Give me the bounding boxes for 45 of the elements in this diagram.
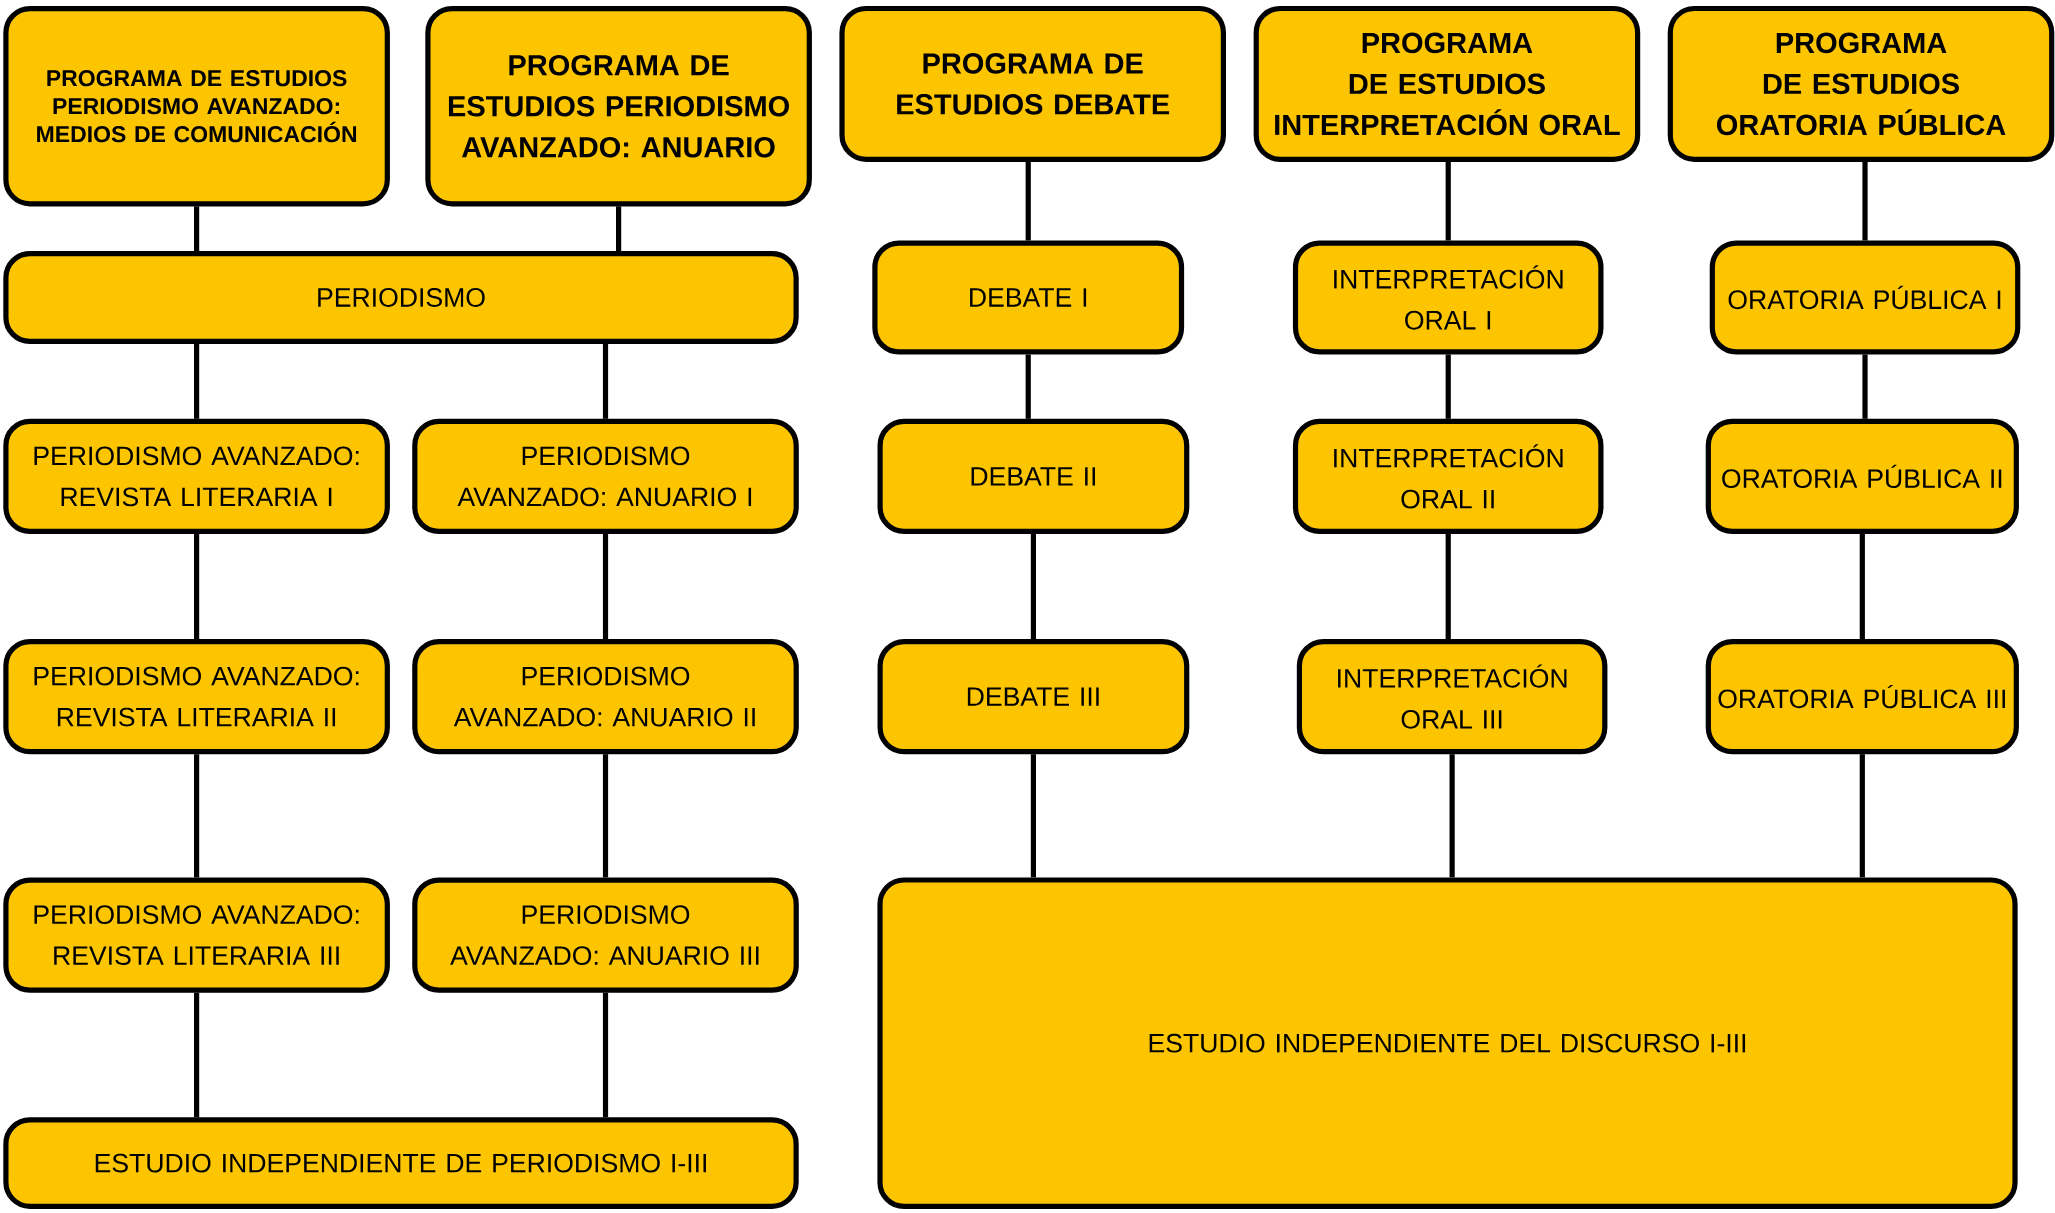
course-box: PERIODISMO AVANZADO: REVISTA LITERARIA II — [3, 639, 390, 755]
connector-line — [1862, 354, 1868, 419]
connector-line — [1862, 161, 1868, 241]
course-box: INTERPRETACIÓN ORAL II — [1292, 418, 1604, 534]
connector-line — [602, 754, 609, 878]
program-box: PROGRAMA DE ESTUDIOS PERIODISMO AVANZADO: MEDIOS DE COMUNICACIÓN — [3, 6, 390, 207]
course-box: DEBATE II — [877, 418, 1190, 534]
connector-line — [194, 344, 200, 419]
connector-line — [1025, 354, 1031, 419]
connector-line — [1030, 754, 1036, 878]
program-box: PROGRAMA DE ESTUDIOS DEBATE — [839, 5, 1226, 162]
connector-line — [194, 754, 200, 878]
connector-line — [1445, 354, 1451, 419]
connector-line — [1445, 161, 1451, 241]
program-box: PROGRAMA DE ESTUDIOS INTERPRETACIÓN ORAL — [1253, 5, 1641, 162]
program-box: PROGRAMA DE ESTUDIOS PERIODISMO AVANZADO: ANUARIO — [425, 6, 812, 207]
connector-line — [1859, 534, 1865, 639]
connector-line — [602, 344, 609, 419]
connector-line — [194, 992, 200, 1118]
course-box: DEBATE III — [877, 639, 1190, 755]
course-box: PERIODISMO — [3, 251, 799, 344]
connector-line — [616, 206, 622, 251]
program-box: PROGRAMA DE ESTUDIOS ORATORIA PÚBLICA — [1667, 5, 2055, 162]
course-box: INTERPRETACIÓN ORAL III — [1296, 639, 1608, 755]
course-box: PERIODISMO AVANZADO: ANUARIO III — [412, 877, 799, 993]
connector-line — [1445, 534, 1451, 639]
course-box: PERIODISMO AVANZADO: ANUARIO I — [412, 418, 799, 534]
course-box: ORATORIA PÚBLICA III — [1705, 639, 2019, 755]
course-box: ORATORIA PÚBLICA II — [1705, 418, 2019, 534]
connector-line — [602, 992, 609, 1118]
course-box: INTERPRETACIÓN ORAL I — [1292, 240, 1604, 355]
course-box: PERIODISMO AVANZADO: REVISTA LITERARIA I — [3, 418, 390, 534]
connector-line — [1025, 161, 1031, 241]
course-box: DEBATE I — [872, 240, 1185, 355]
connector-line — [1449, 754, 1455, 878]
connector-line — [1030, 534, 1036, 639]
connector-line — [602, 534, 609, 639]
study-box: ESTUDIO INDEPENDIENTE DE PERIODISMO I-III — [3, 1117, 799, 1209]
course-box: ORATORIA PÚBLICA I — [1709, 240, 2021, 355]
course-box: PERIODISMO AVANZADO: REVISTA LITERARIA III — [3, 877, 390, 993]
connector-line — [1859, 754, 1865, 878]
connector-line — [194, 206, 200, 251]
course-box: PERIODISMO AVANZADO: ANUARIO II — [412, 639, 799, 755]
study-box: ESTUDIO INDEPENDIENTE DEL DISCURSO I-III — [877, 877, 2018, 1209]
connector-line — [194, 534, 200, 639]
